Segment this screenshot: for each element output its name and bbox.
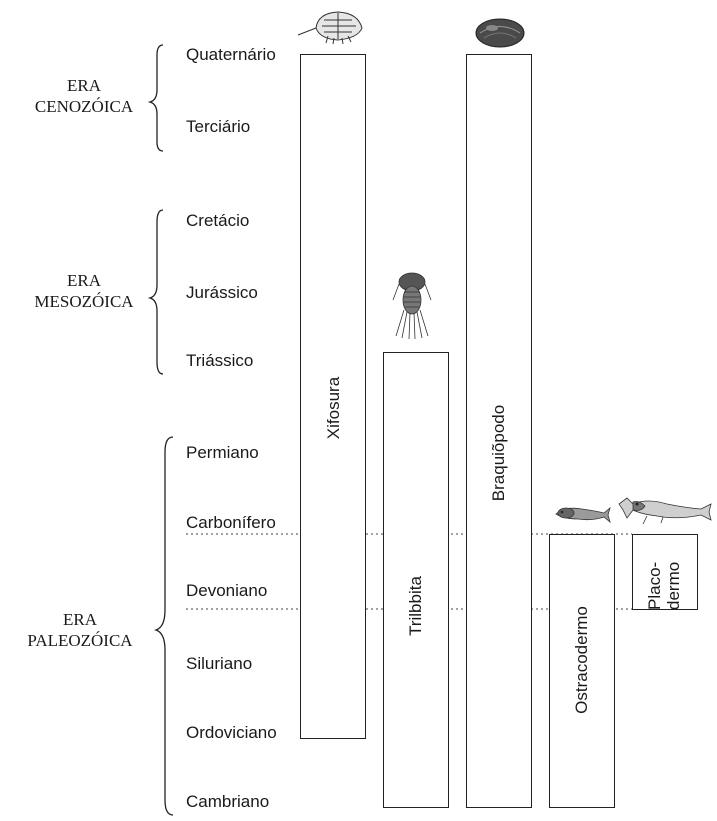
label-xifosura: Xifosura [324,376,343,440]
label-braquiopodo: Braquiõpodo [489,404,508,502]
bar-ostracodermo [549,534,615,808]
bar-xifosura [300,54,366,739]
label-placodermo: Placo- dermo [645,534,685,610]
bar-trilobita [383,352,449,808]
period-ordoviciano: Ordoviciano [186,723,277,742]
brachiopod-icon [475,18,525,48]
label-trilobita: Trilbbita [406,576,425,636]
placoderm-fish-icon [618,497,712,525]
cenozoic-brace [147,44,164,152]
horseshoe-crab-icon [297,11,363,45]
period-cretacio: Cretácio [186,211,250,230]
era-cenozoic-label: ERA CENOZÓICA [14,75,154,117]
period-terciario: Terciário [186,117,251,136]
era-mesozoic-label: ERA MESOZÓICA [14,270,154,312]
period-siluriano: Siluriano [186,654,253,673]
period-carbonifero: Carbonífero [186,513,276,532]
period-jurassico: Jurássico [186,283,258,302]
era-paleozoic-line1: ERA [63,610,97,629]
period-cambriano: Cambriano [186,792,270,811]
mesozoic-brace [147,209,164,375]
era-mesozoic-line1: ERA [67,271,101,290]
trilobite-icon [392,272,432,340]
label-ostracodermo: Ostracodermo [572,606,591,714]
era-cenozoic-line1: ERA [67,76,101,95]
era-cenozoic-line2: CENOZÓICA [34,97,134,116]
bar-braquiopodo [466,54,532,808]
ostracoderm-fish-icon [555,506,611,524]
period-devoniano: Devoniano [186,581,268,600]
period-quaternario: Quaternário [186,45,276,64]
era-paleozoic-label: ERA PALEOZÓICA [10,609,150,651]
paleozoic-brace [153,436,174,816]
period-permiano: Permiano [186,443,259,462]
bar-placodermo [632,534,698,610]
era-mesozoic-line2: MESOZÓICA [34,292,134,311]
era-paleozoic-line2: PALEOZÓICA [27,631,133,650]
period-triassico: Triássico [186,351,254,370]
label-placodermo-line1: Placo- [645,561,664,610]
label-placodermo-line2: dermo [664,561,683,610]
